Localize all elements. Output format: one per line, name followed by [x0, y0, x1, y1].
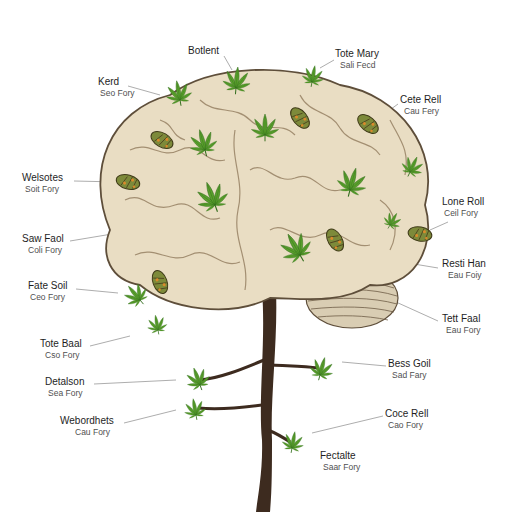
callout-name: Webordhets — [60, 415, 114, 427]
callout-subtitle: Saar Fory — [323, 463, 360, 473]
callout-name: Detalson — [45, 376, 84, 388]
leader-lines — [70, 56, 448, 433]
callout-subtitle: Sea Fory — [48, 389, 83, 399]
callout-name: Tote Mary — [335, 48, 379, 60]
callout-subtitle: Sad Fary — [392, 371, 427, 381]
callout-subtitle: Sali Fecd — [340, 61, 375, 71]
callout-subtitle: Cau Fery — [404, 107, 439, 117]
callout-name: Tote Baal — [40, 338, 82, 350]
callout-subtitle: Cao Fory — [388, 421, 423, 431]
callout-subtitle: Seo Fory — [100, 89, 135, 99]
callout-name: Fate Soil — [28, 280, 67, 292]
callout-name: Fectalte — [320, 450, 356, 462]
callout-name: Lone Roll — [442, 196, 484, 208]
callout-name: Bess Goil — [388, 358, 431, 370]
callout-name: Botlent — [188, 45, 219, 57]
callout-subtitle: Cau Fory — [75, 428, 110, 438]
callout-name: Coce Rell — [385, 408, 428, 420]
callout-subtitle: Soit Fory — [25, 185, 59, 195]
callout-subtitle: Coli Fory — [28, 246, 62, 256]
brain-outline — [100, 70, 428, 309]
cannabis-buds — [115, 104, 433, 295]
tree-trunk — [198, 290, 318, 512]
callout-name: Saw Faol — [22, 233, 64, 245]
callout-name: Resti Han — [442, 258, 486, 270]
cannabis-leaves — [119, 64, 427, 455]
callout-subtitle: Ceil Fory — [444, 209, 478, 219]
callout-subtitle: Cso Fory — [45, 351, 79, 361]
callout-name: Tett Faal — [442, 313, 480, 325]
callout-name: Kerd — [98, 76, 119, 88]
callout-subtitle: Ceo Fory — [30, 293, 65, 303]
callout-name: Welsotes — [22, 172, 63, 184]
callout-subtitle: Eau Fory — [446, 326, 481, 336]
callout-subtitle: Eau Foiy — [448, 271, 482, 281]
callout-name: Cete Rell — [400, 94, 441, 106]
